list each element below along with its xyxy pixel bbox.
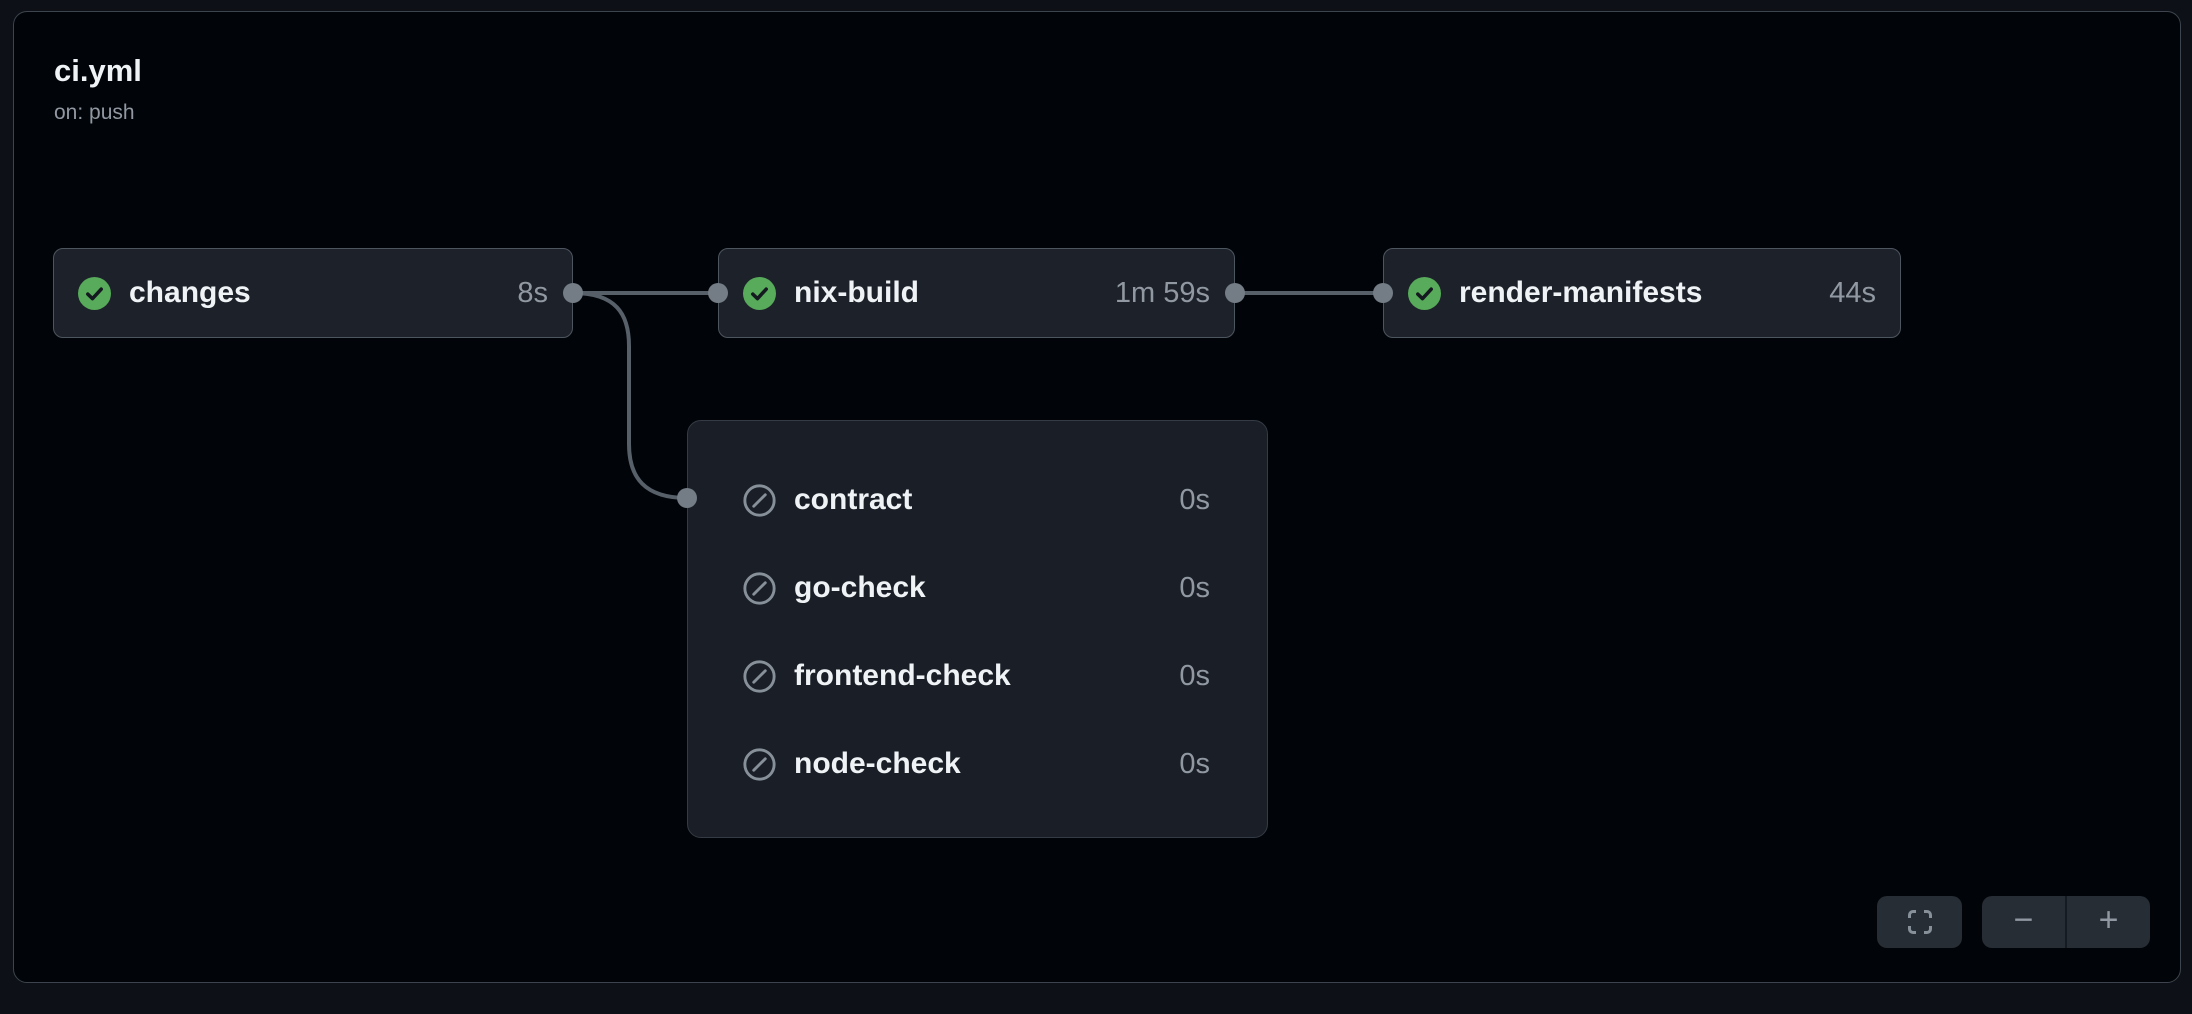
job-label: contract <box>794 483 913 516</box>
circle-slash-icon <box>743 483 776 517</box>
zoom-out-button[interactable]: − <box>1982 896 2065 948</box>
job-duration: 8s <box>517 276 548 309</box>
zoom-in-button[interactable]: + <box>2067 896 2150 948</box>
workflow-title: ci.yml <box>54 53 142 88</box>
graph-controls: − + <box>1877 896 2150 948</box>
minus-icon: − <box>2013 901 2034 939</box>
job-node-render-manifests[interactable]: render-manifests 44s <box>1383 248 1901 338</box>
circle-slash-icon <box>743 571 776 605</box>
job-node-nix-build[interactable]: nix-build 1m 59s <box>718 248 1235 338</box>
circle-slash-icon <box>743 659 776 693</box>
check-circle-fill-icon <box>743 276 776 310</box>
job-label: frontend-check <box>794 659 1011 692</box>
workflow-header: ci.yml on: push <box>54 52 142 125</box>
job-duration: 1m 59s <box>1114 276 1210 309</box>
job-label: go-check <box>794 571 926 604</box>
job-duration: 0s <box>1179 747 1210 780</box>
job-row-contract[interactable]: contract 0s <box>743 456 1210 544</box>
fullscreen-expand-icon <box>1907 910 1932 934</box>
skipped-jobs-group: contract 0s go-check 0s frontend-check 0… <box>687 420 1268 838</box>
job-label: nix-build <box>794 276 919 309</box>
job-duration: 0s <box>1179 571 1210 604</box>
workflow-trigger: on: push <box>54 100 135 124</box>
job-duration: 0s <box>1179 659 1210 692</box>
zoom-control-divider <box>2065 896 2067 948</box>
job-duration: 0s <box>1179 483 1210 516</box>
job-duration: 44s <box>1829 276 1876 309</box>
edge-changes-to-skipped-group <box>572 291 688 500</box>
job-label: changes <box>129 276 251 309</box>
job-label: node-check <box>794 747 961 780</box>
fullscreen-button[interactable] <box>1877 896 1962 948</box>
job-row-go-check[interactable]: go-check 0s <box>743 544 1210 632</box>
job-row-node-check[interactable]: node-check 0s <box>743 720 1210 808</box>
workflow-graph-canvas: ci.yml on: push changes 8s nix-build 1m … <box>13 11 2181 983</box>
job-node-changes[interactable]: changes 8s <box>53 248 573 338</box>
zoom-control-group: − + <box>1982 896 2150 948</box>
circle-slash-icon <box>743 747 776 781</box>
job-row-frontend-check[interactable]: frontend-check 0s <box>743 632 1210 720</box>
job-label: render-manifests <box>1459 276 1703 309</box>
check-circle-fill-icon <box>78 276 111 310</box>
check-circle-fill-icon <box>1408 276 1441 310</box>
plus-icon: + <box>2098 901 2119 939</box>
